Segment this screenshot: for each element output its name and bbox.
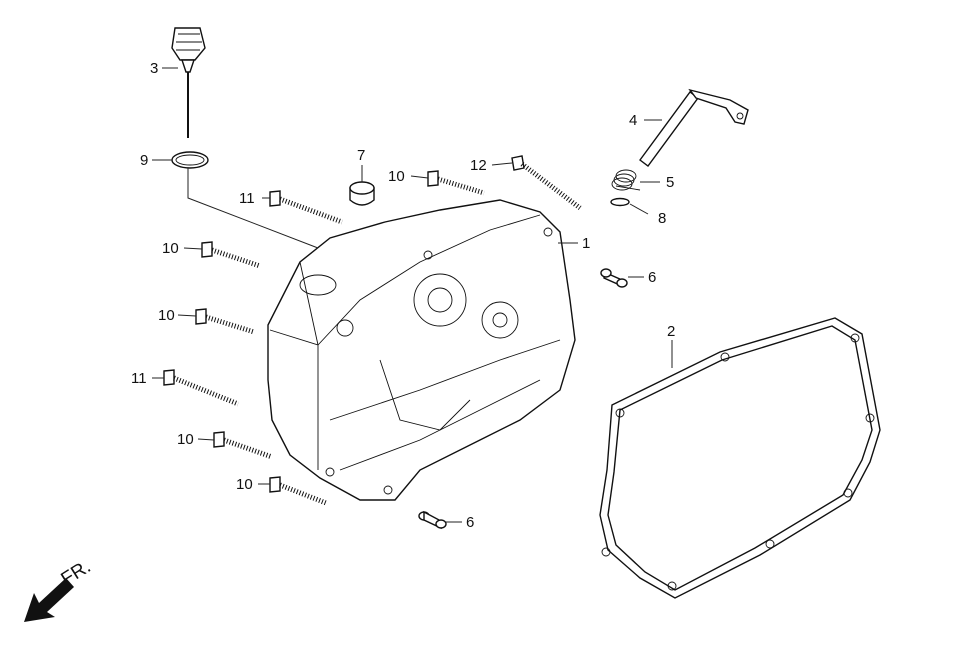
leader-lines [152,67,673,523]
washer [610,197,630,207]
crankcase-cover [267,199,576,501]
callout-12: 12 [470,157,487,174]
collar [349,181,375,206]
callout-6-upper: 6 [648,269,656,286]
o-ring [171,151,209,169]
dowel-pin-upper [600,268,628,288]
dowel-pin-lower [418,510,447,530]
bolt-10-c [213,431,273,460]
arrow-down-left-icon [24,578,74,622]
callout-10-b: 10 [158,307,175,324]
callout-5: 5 [666,174,674,191]
bolt-10-b [195,308,255,335]
callout-4: 4 [629,112,637,129]
callout-10-top: 10 [388,168,405,185]
callout-8: 8 [658,210,666,227]
callout-7: 7 [357,147,365,164]
bolt-10-top [427,170,485,196]
callout-9: 9 [140,152,148,169]
lever-shaft [639,88,749,167]
callout-10-c: 10 [177,431,194,448]
bolt-10-a [201,241,261,269]
gasket [599,317,881,599]
callout-2: 2 [667,323,675,340]
callout-1: 1 [582,235,590,252]
bolt-11-bottom [163,369,239,407]
callout-10-d: 10 [236,476,253,493]
callout-6-lower: 6 [466,514,474,531]
front-direction-indicator: FR. [24,556,95,622]
bolt-12 [511,155,582,210]
callout-labels: 1 2 3 4 5 6 6 7 8 9 10 10 10 10 10 11 11… [131,60,675,531]
callout-11-top: 11 [239,190,255,207]
oil-dipstick [171,27,206,138]
callout-10-a: 10 [162,240,179,257]
bolt-10-d [269,476,327,506]
spring [611,169,641,191]
callout-11-bottom: 11 [131,370,147,387]
callout-3: 3 [150,60,158,77]
bolt-11-top [269,190,343,225]
